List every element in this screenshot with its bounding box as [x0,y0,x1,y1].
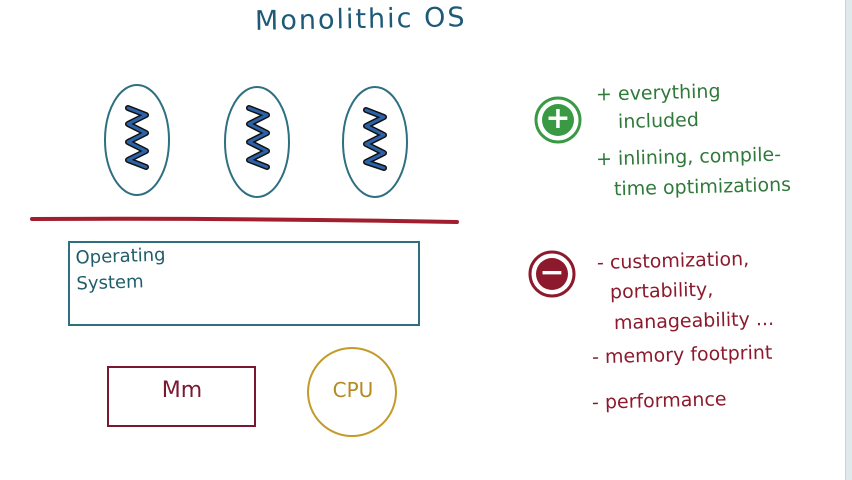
con-item-1-line2: portability, [609,278,714,304]
minus-badge-inner [536,258,568,290]
pro-item-2-line2: time optimizations [613,173,792,201]
cpu-label: CPU [332,378,374,402]
con-item-1-line1: - customization, [596,248,750,274]
pro-item-1-line2: included [617,108,700,134]
os-box-label-line1: Operating [75,244,166,269]
cpu-circle [307,347,397,437]
con-item-2: - memory footprint [591,341,773,369]
con-item-3: - performance [591,388,727,414]
plus-icon: + [545,101,571,136]
os-box-label: Operating System [75,242,167,297]
right-edge-bar [845,0,852,480]
user-kernel-divider [30,216,459,224]
memory-box [107,366,256,427]
minus-badge-outer [528,250,576,298]
pro-item-1-line1: + everything [595,80,721,106]
memory-label: Mm [161,378,203,403]
thread-oval-3 [342,86,408,198]
con-item-1-line3: manageability ... [613,307,775,335]
plus-badge-inner [542,104,574,136]
plus-badge-outer [534,96,582,144]
thread-oval-2 [224,86,290,198]
minus-icon: − [539,255,565,290]
operating-system-box [68,241,420,326]
thread-oval-1 [104,84,170,196]
os-box-label-line2: System [76,271,144,295]
